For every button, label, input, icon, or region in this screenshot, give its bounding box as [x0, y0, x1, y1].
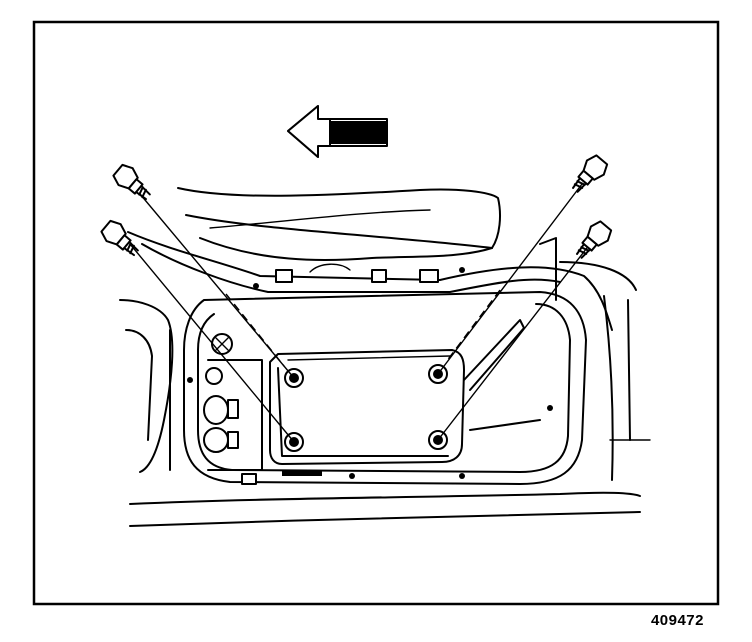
- bolt-icon: [571, 154, 609, 193]
- bolt-icon: [112, 163, 151, 201]
- connector-bracket: [203, 333, 263, 471]
- console-trim: [119, 187, 651, 527]
- figure-id-label: 409472: [650, 612, 704, 629]
- figure-border: [32, 20, 720, 606]
- bolt-icon: [100, 219, 139, 257]
- direction-arrow-icon: [287, 105, 388, 158]
- bolt-icon: [575, 220, 613, 259]
- leader-lines: [129, 183, 591, 443]
- module-plate: [269, 319, 541, 476]
